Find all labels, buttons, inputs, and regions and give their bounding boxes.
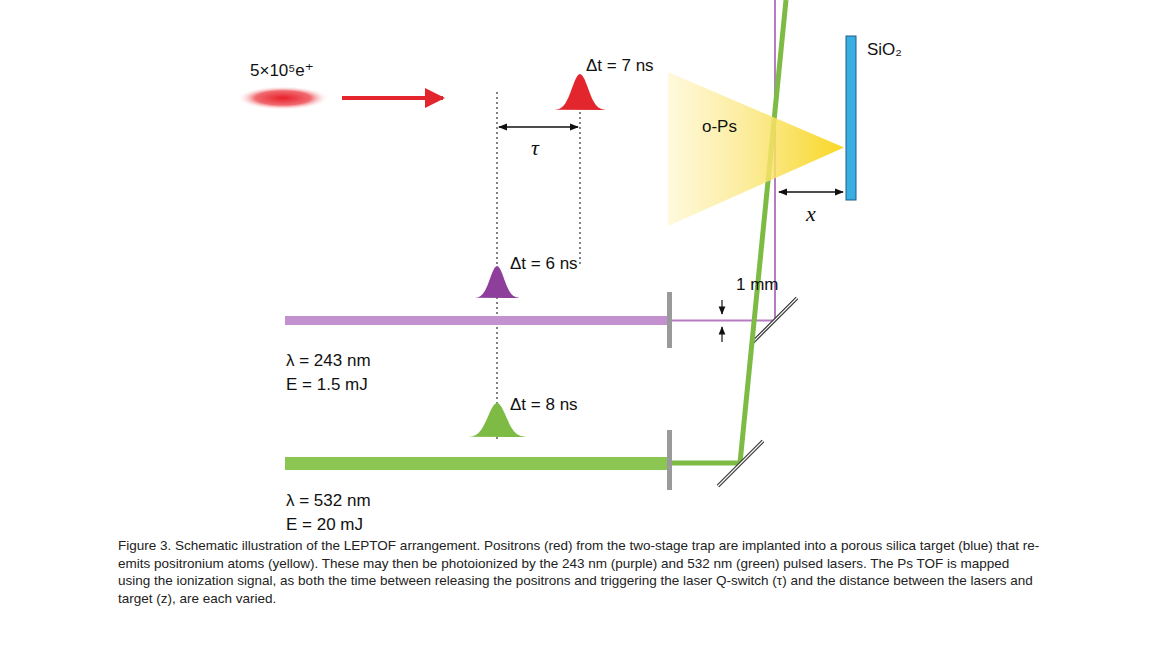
green-laser-beam: [740, 0, 786, 463]
target-shape: [846, 36, 856, 200]
mirror: [718, 441, 763, 486]
pulse-width: Δt = 8 ns: [510, 396, 578, 415]
green-laser-beam: [669, 461, 740, 466]
delay-symbol: τ: [531, 136, 539, 160]
aperture: [667, 430, 672, 490]
cone-shape: [668, 72, 844, 226]
timing-line: [496, 92, 497, 440]
wavelength: λ = 243 nm: [286, 352, 371, 371]
positron-arrow: [342, 96, 443, 100]
laser-pulse: [554, 74, 605, 110]
width-dimension: [721, 300, 722, 314]
aperture: [667, 292, 672, 348]
node-label: SiO₂: [867, 41, 902, 60]
mirror: [752, 298, 797, 343]
positronium-cloud: o-Ps: [668, 72, 844, 226]
pulse-energy: E = 1.5 mJ: [286, 376, 368, 395]
cone-shape: [668, 72, 844, 226]
mirror: [718, 441, 763, 486]
beam-width: 1 mm: [736, 276, 779, 295]
positron-count: 5×10⁵e⁺: [250, 62, 314, 81]
distance-symbol: x: [806, 202, 816, 226]
pulse-energy: E = 20 mJ: [286, 516, 363, 535]
pulse-width: Δt = 6 ns: [510, 255, 578, 274]
pulse-width: Δt = 7 ns: [586, 57, 654, 76]
uv-laser-beam: [285, 316, 669, 325]
positron-bunch: [237, 86, 329, 110]
uv-laser-beam: [669, 320, 775, 322]
node-label: o-Ps: [702, 118, 737, 137]
tau-dimension: [499, 126, 578, 127]
timing-line: [579, 112, 580, 265]
figure-caption: Figure 3. Schematic illustration of the …: [118, 537, 1043, 607]
width-dimension: [721, 327, 722, 342]
green-laser-beam: [285, 457, 669, 470]
mirror: [752, 298, 797, 343]
distance-dimension: [779, 191, 843, 192]
wavelength: λ = 532 nm: [286, 492, 371, 511]
target-shape: [845, 35, 915, 201]
silica-target: SiO₂: [845, 35, 915, 201]
